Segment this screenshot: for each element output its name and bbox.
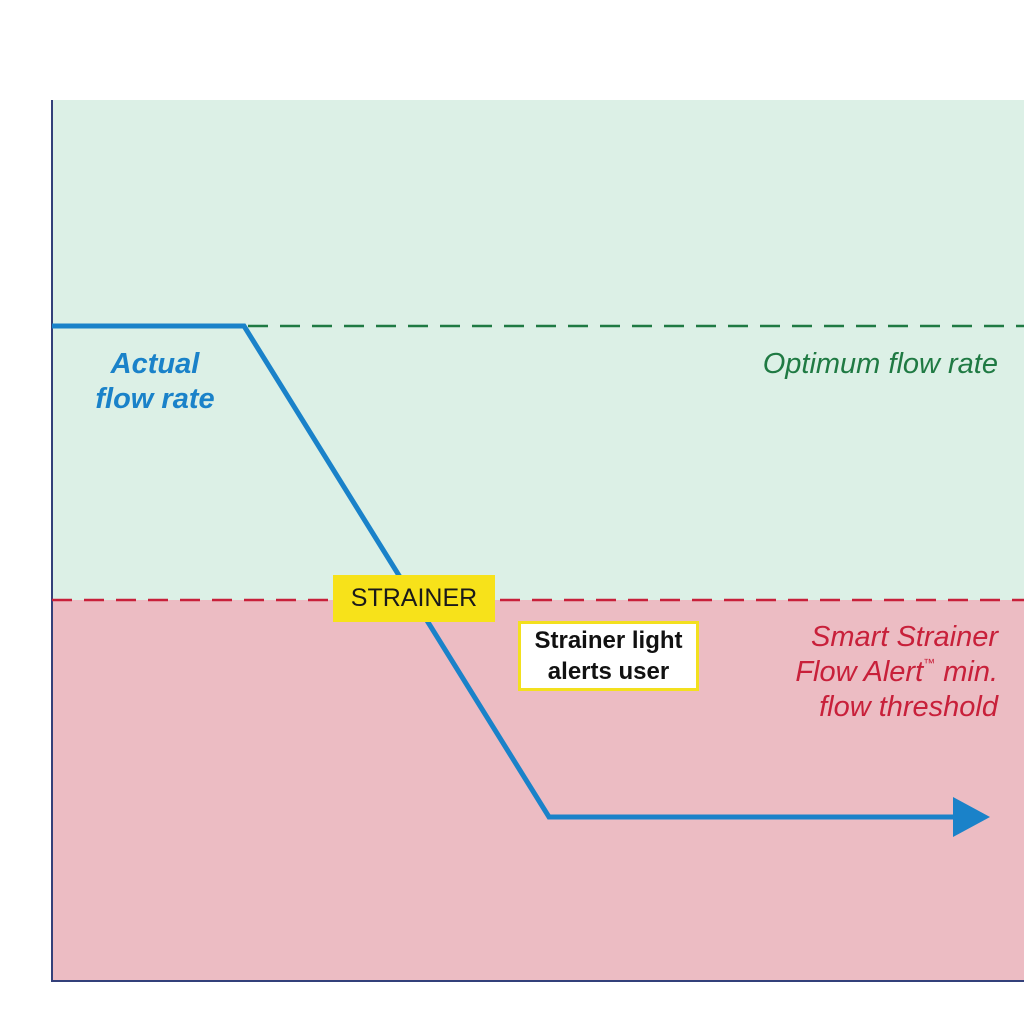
flow-threshold-label: Smart Strainer Flow Alert™ min. flow thr…: [795, 620, 998, 724]
strainer-tag: STRAINER: [333, 575, 495, 622]
actual-flow-rate-label: Actual flow rate: [95, 348, 215, 415]
trademark-mark: ™: [923, 655, 936, 670]
threshold-min-text: min.: [935, 655, 998, 688]
alert-box-line2: alerts user: [547, 658, 670, 685]
flow-arrowhead: [953, 797, 990, 837]
threshold-label-line3: flow threshold: [819, 690, 998, 723]
actual-flow-line: [52, 323, 955, 820]
strainer-alert-box: Strainer light alerts user: [518, 621, 699, 691]
threshold-flow-alert-text: Flow Alert: [795, 655, 924, 688]
alert-box-line1: Strainer light: [534, 626, 683, 654]
threshold-label-line1: Smart Strainer: [811, 621, 998, 653]
optimum-flow-rate-label: Optimum flow rate: [762, 348, 998, 380]
threshold-label-line2: Flow Alert™ min.: [795, 655, 998, 690]
optimum-zone: [52, 100, 1024, 600]
